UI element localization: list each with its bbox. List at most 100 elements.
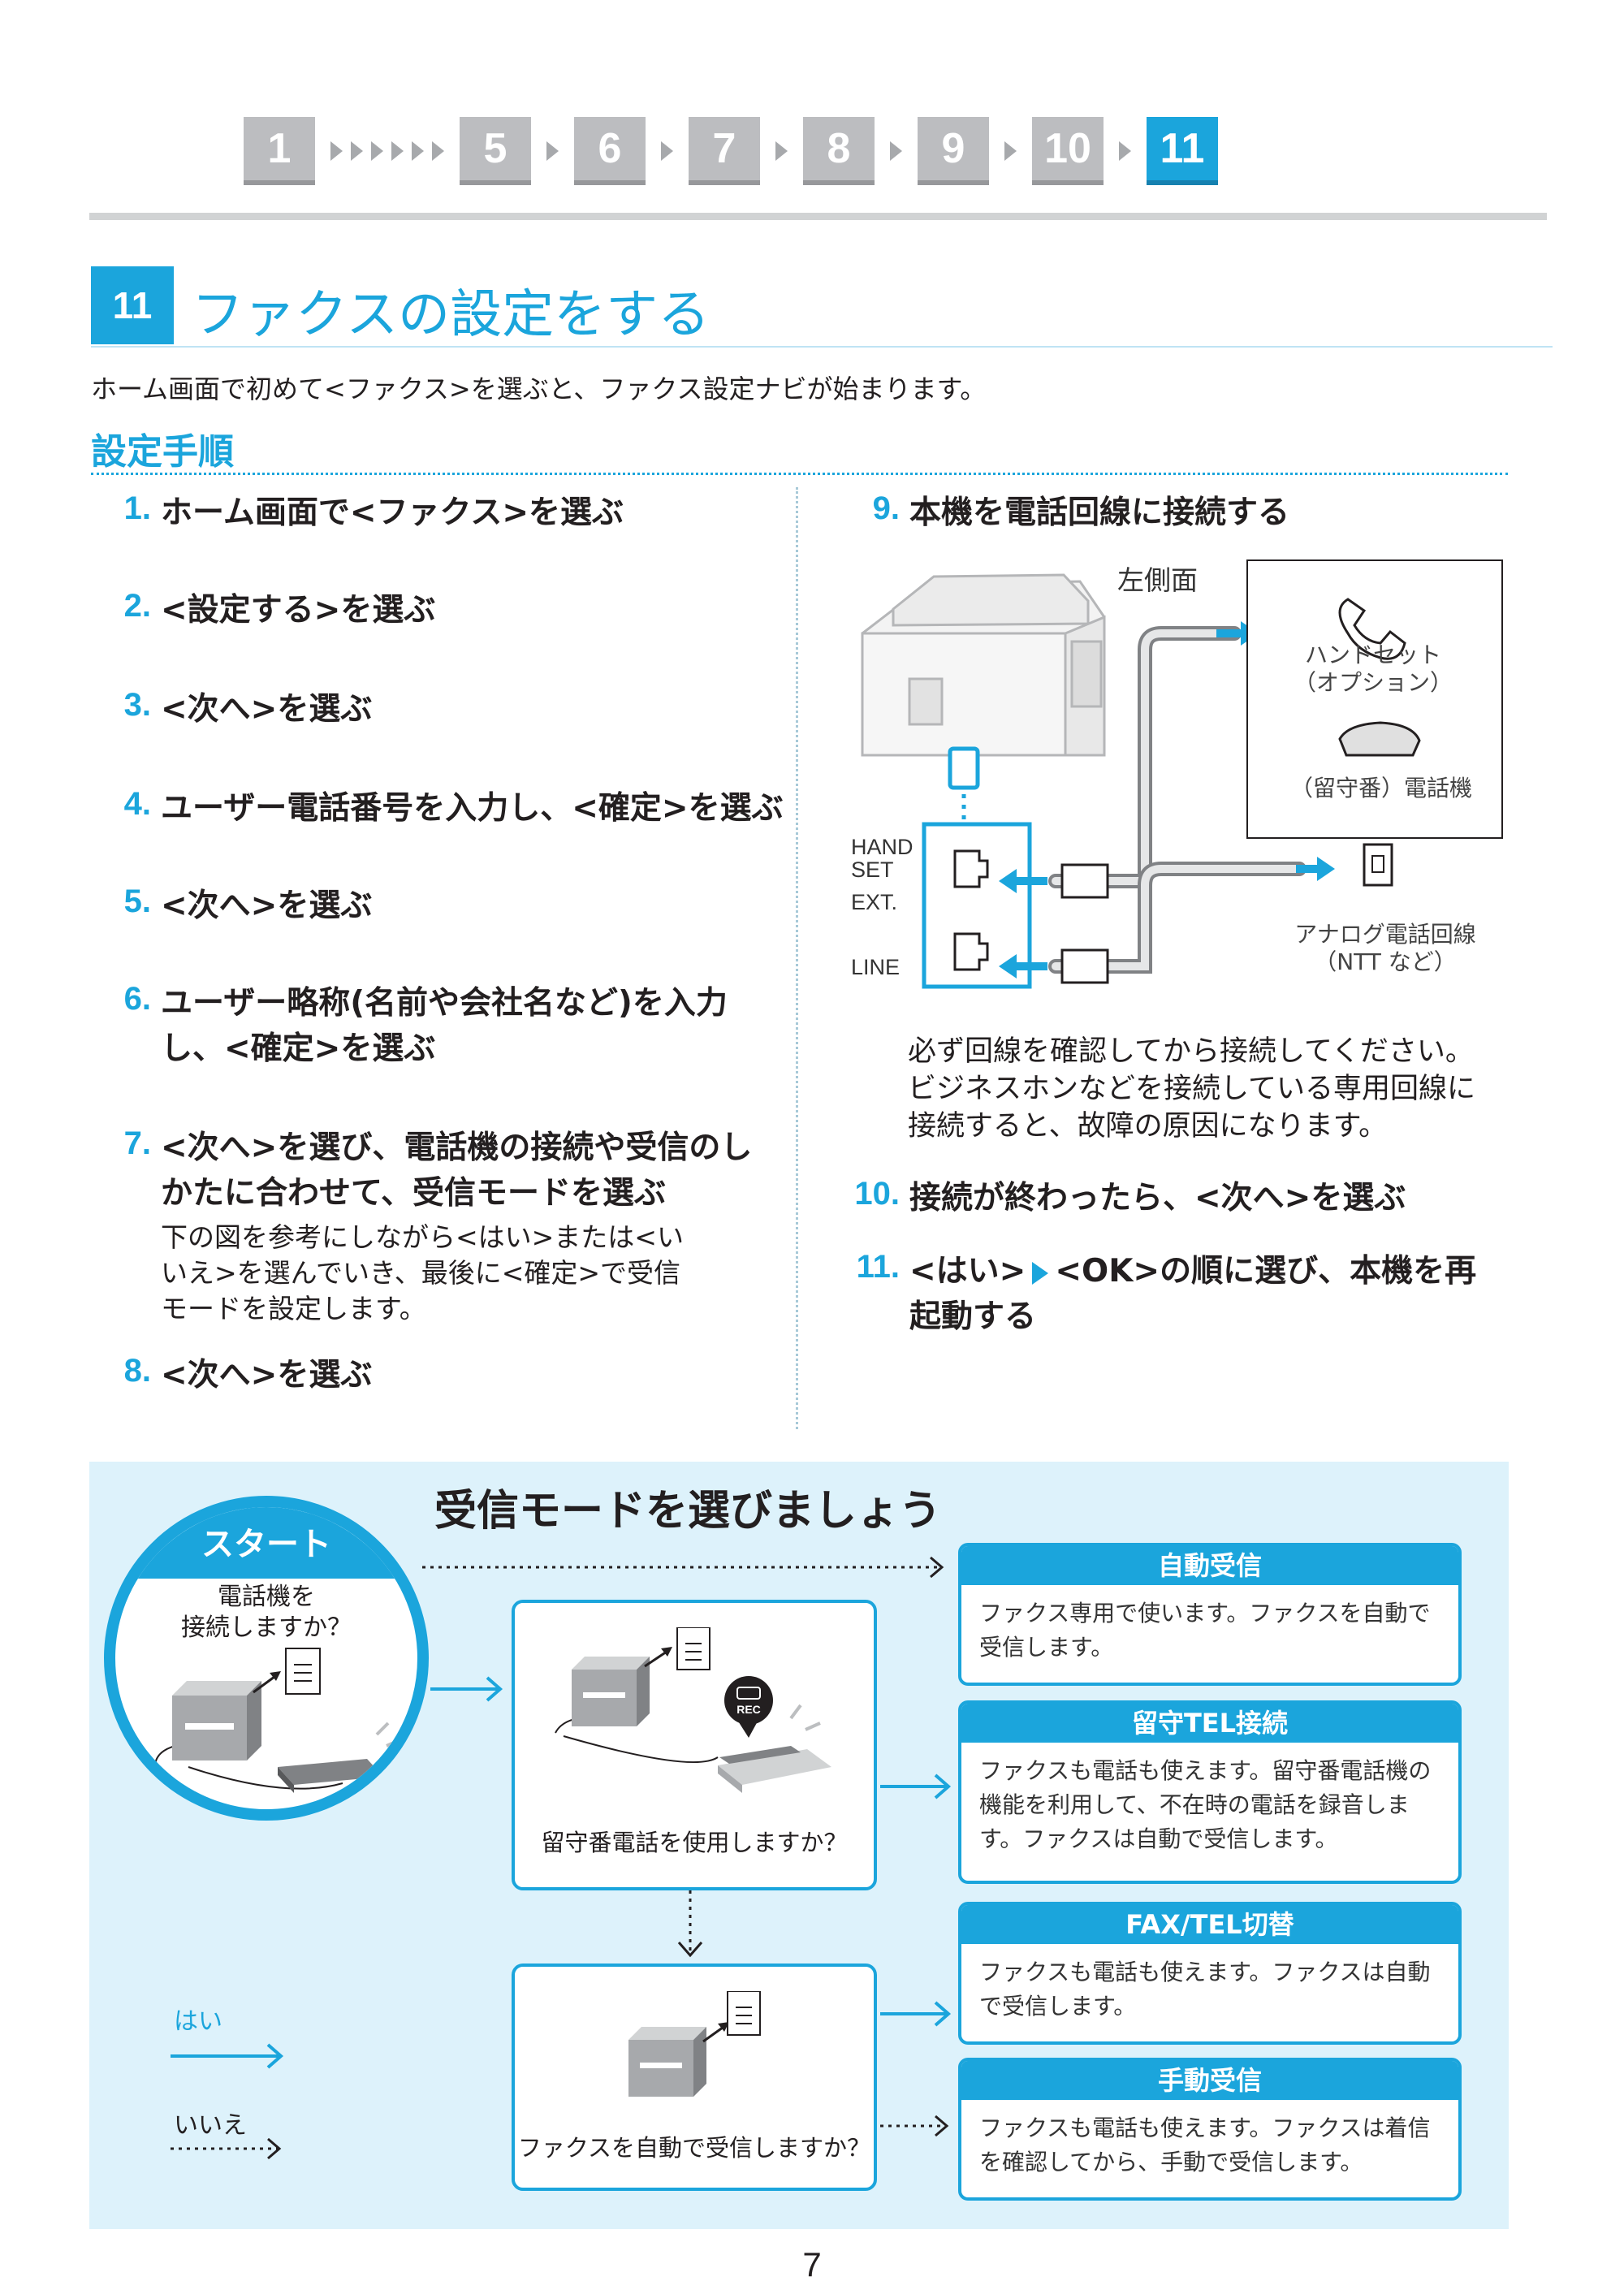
- section-number-badge: 11: [91, 266, 174, 344]
- arrow-left-icon: [999, 869, 1047, 893]
- step-10: 10. 接続が終わったら、<次へ>を選ぶ: [841, 1176, 1406, 1221]
- handset-caption: ハンドセット （オプション）: [1288, 642, 1458, 697]
- warning-line: 接続すると、故障の原因になります。: [908, 1110, 1388, 1143]
- left-side-label: 左側面: [1117, 565, 1198, 595]
- step-number: 9.: [872, 490, 900, 526]
- mode-answering-tel: 留守TEL接続 ファクスも電話も使えます。留守番電話機の 機能を利用して、不在時…: [958, 1700, 1462, 1884]
- answering-machine-illustration: REC: [555, 1627, 831, 1793]
- mode-name: 手動受信: [961, 2061, 1458, 2100]
- mode-description-line: ファクスも電話も使えます。留守番電話機の: [979, 1757, 1432, 1784]
- mode-name: 留守TEL接続: [961, 1704, 1458, 1743]
- title-underline: [91, 346, 1553, 348]
- mode-description-line: ファクスも電話も使えます。ファクスは着信: [979, 2115, 1431, 2141]
- printer-illustration: [861, 573, 1106, 757]
- page-number: 7: [802, 2245, 822, 2283]
- port-label-line: LINE: [851, 955, 901, 979]
- ext-port-icon: [953, 849, 989, 888]
- nav-step-6[interactable]: 6: [574, 117, 646, 185]
- warning-line: ビジネスホンなどを接続している専用回線に: [908, 1073, 1475, 1105]
- start-question: 電話機を 接続しますか？: [115, 1582, 417, 1644]
- step-number: 7.: [123, 1125, 151, 1161]
- plug-icon: [1060, 948, 1109, 984]
- start-circle: スタート 電話機を 接続しますか？: [104, 1496, 429, 1821]
- step-3: 3. <次へ>を選ぶ: [106, 687, 373, 732]
- question-auto-receive: ファクスを自動で受信しますか？: [512, 1964, 877, 2191]
- nav-arrow-icon: [775, 141, 788, 161]
- step-navigation: 1 5 6 7 8 9 10 11: [244, 117, 1218, 185]
- step-text: 接続が終わったら、<次へ>を選ぶ: [909, 1180, 1406, 1216]
- procedure-heading: 設定手順: [91, 431, 234, 473]
- document-icon: [676, 1627, 710, 1670]
- mode-description: ファクスも電話も使えます。ファクスは自動 で受信します。: [961, 1944, 1458, 2035]
- port-label-set: SET: [851, 858, 894, 882]
- rec-label: REC: [736, 1703, 761, 1716]
- step-text-rest: <OK>の順に選び、本機を再: [1055, 1253, 1477, 1290]
- mode-fax-tel-switch: FAX/TEL切替 ファクスも電話も使えます。ファクスは自動 で受信します。: [958, 1902, 1462, 2045]
- nav-step-10[interactable]: 10: [1032, 117, 1104, 185]
- step-2: 2. <設定する>を選ぶ: [106, 588, 436, 633]
- step-text-line: し、<確定>を選ぶ: [161, 1030, 436, 1067]
- step-text: <次へ>を選ぶ: [161, 1357, 373, 1393]
- flow-title: 受信モードを選びましょう: [434, 1487, 942, 1536]
- step-number: 1.: [123, 490, 151, 526]
- nav-step-11-current[interactable]: 11: [1147, 117, 1218, 185]
- auto-receive-illustration: [628, 1991, 761, 2097]
- answering-phone-caption: （留守番）電話機: [1289, 775, 1472, 801]
- connection-diagram: [861, 559, 1503, 989]
- nav-step-8[interactable]: 8: [803, 117, 875, 185]
- step-7: 7. <次へ>を選び、電話機の接続や受信のし かたに合わせて、受信モードを選ぶ: [106, 1125, 753, 1216]
- mode-description-line: 機能を利用して、不在時の電話を録音しま: [979, 1791, 1410, 1818]
- nav-arrow-icon: [890, 141, 902, 161]
- nav-skip-arrows: [326, 141, 448, 161]
- next-arrow-icon: [1032, 1261, 1049, 1285]
- step-number: 10.: [854, 1176, 900, 1212]
- step-number: 3.: [123, 687, 151, 723]
- page-title: ファクスの設定をする: [192, 285, 710, 345]
- printer-icon: [628, 2027, 706, 2097]
- step-number: 4.: [123, 786, 151, 822]
- step-text: <次へ>を選ぶ: [161, 888, 373, 924]
- note-line: モードを設定します。: [161, 1293, 426, 1324]
- mode-description-line: を確認してから、手動で受信します。: [979, 2149, 1363, 2175]
- nav-step-7[interactable]: 7: [689, 117, 760, 185]
- step-text: <設定する>を選ぶ: [161, 592, 436, 629]
- mode-description-line: す。ファクスは自動で受信します。: [979, 1825, 1338, 1852]
- port-label-hand: HAND: [851, 835, 914, 859]
- cassette-icon: [736, 1687, 761, 1700]
- port-highlight: [948, 746, 980, 790]
- heading-dotted-rule: [91, 473, 1508, 475]
- step-text: 本機を電話回線に接続する: [909, 495, 1290, 531]
- no-arrow-to-auto: [422, 1556, 944, 1579]
- question-auto-receive-text: ファクスを自動で受信しますか？: [517, 2134, 871, 2162]
- nav-step-1[interactable]: 1: [244, 117, 315, 185]
- yes-arrow-to-q2: [430, 1676, 503, 1702]
- column-divider: [796, 487, 798, 1429]
- mode-description-line: ファクスも電話も使えます。ファクスは自動: [979, 1959, 1431, 1985]
- mode-description-line: で受信します。: [979, 1993, 1137, 2020]
- arrow-right-icon: [1296, 857, 1335, 881]
- telephone-icon: [1338, 721, 1421, 757]
- mode-description: ファクスも電話も使えます。ファクスは着信 を確認してから、手動で受信します。: [961, 2100, 1458, 2191]
- line-port-icon: [953, 932, 989, 971]
- mode-description-line: 受信します。: [979, 1634, 1114, 1661]
- legend-no-label: いいえ: [174, 2111, 247, 2140]
- step-number: 6.: [123, 981, 151, 1017]
- step-text: <次へ>を選ぶ: [161, 691, 373, 728]
- fax-phone-icon: [718, 1746, 831, 1793]
- wall-jack-icon: [1363, 843, 1393, 887]
- step-text: ホーム画面で<ファクス>を選ぶ: [161, 495, 624, 531]
- nav-arrow-icon: [1004, 141, 1017, 161]
- step-7-note: 下の図を参考にしながら<はい>または<い いえ>を選んでいき、最後に<確定>で受…: [161, 1220, 684, 1327]
- nav-step-5[interactable]: 5: [460, 117, 531, 185]
- note-line: 下の図を参考にしながら<はい>または<い: [161, 1221, 684, 1253]
- handset-caption-line: ハンドセット: [1304, 642, 1441, 668]
- document-icon: [285, 1648, 321, 1695]
- step-text-line: 起動する: [909, 1298, 1037, 1335]
- nav-divider: [89, 213, 1547, 220]
- start-question-line: 電話機を: [218, 1583, 315, 1611]
- printer-icon: [172, 1681, 261, 1760]
- rec-badge: [724, 1676, 773, 1725]
- nav-step-9[interactable]: 9: [918, 117, 989, 185]
- legend-yes-arrow: [171, 2043, 284, 2069]
- start-label: スタート: [115, 1507, 417, 1579]
